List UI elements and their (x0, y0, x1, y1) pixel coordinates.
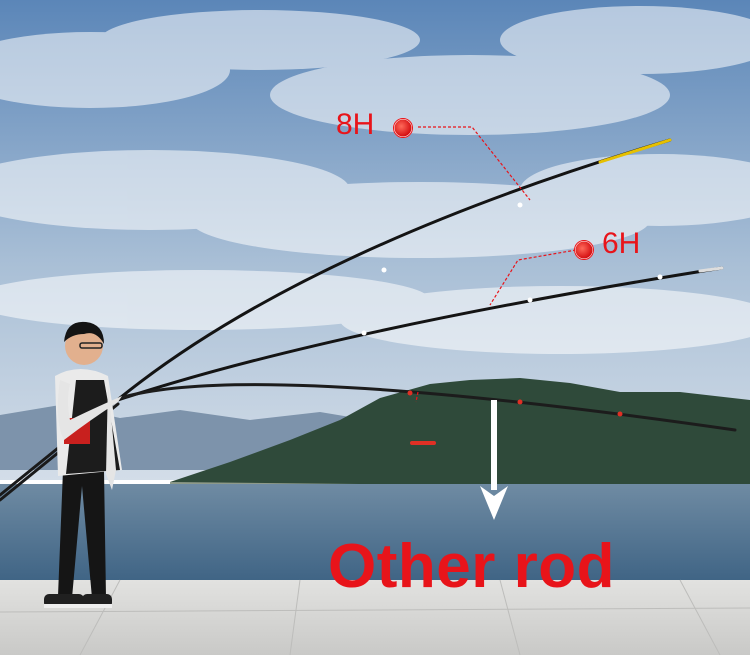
pavement (0, 580, 750, 655)
rod-6h (116, 266, 724, 402)
clouds (0, 6, 750, 354)
water (0, 484, 750, 584)
annotation-leaders (415, 126, 577, 403)
rod-8h (113, 138, 672, 404)
rod-other (118, 383, 737, 432)
mountain (170, 378, 750, 492)
angler (44, 321, 122, 608)
rod-guides (361, 202, 663, 336)
rod-6h-label: 6H (602, 227, 641, 260)
pavement-seams (0, 579, 750, 655)
target-dot-icon (393, 118, 413, 138)
rod-red-accents (407, 390, 623, 445)
down-arrow-icon (480, 400, 508, 520)
rod-6h-tip (698, 266, 724, 273)
target-dot-icon (574, 240, 594, 260)
rod-8h-tip (598, 138, 672, 164)
other-rod-caption: Other rod (328, 532, 615, 601)
fishing-rods (0, 138, 737, 502)
rod-8h-label: 8H (336, 108, 375, 141)
